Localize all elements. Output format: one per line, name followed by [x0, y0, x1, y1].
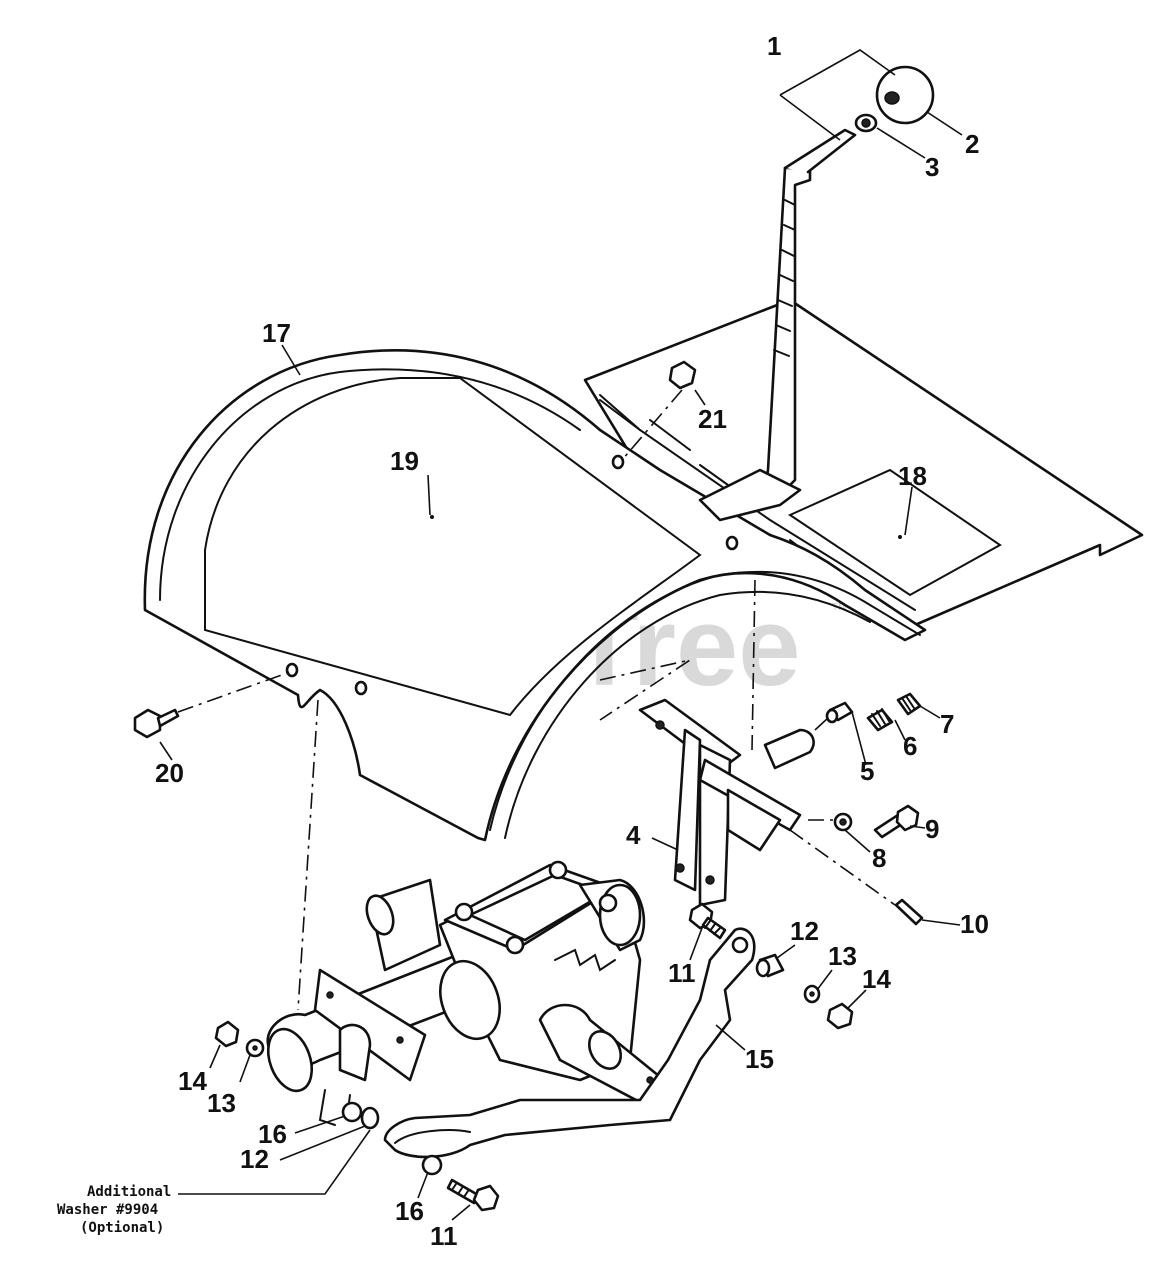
- callout-16-upper: 16: [258, 1119, 287, 1149]
- spacer-12-upper: [755, 953, 785, 978]
- callout-6: 6: [903, 731, 917, 761]
- hitch-bracket: [638, 698, 815, 907]
- callout-12-upper: 12: [790, 916, 819, 946]
- callout-19: 19: [390, 446, 419, 476]
- note-line-1: Additional: [87, 1184, 171, 1200]
- note-line-3: (Optional): [80, 1220, 164, 1236]
- callout-10: 10: [960, 909, 989, 939]
- washer-13-lower: [245, 1038, 265, 1058]
- callout-11-lower: 11: [430, 1221, 458, 1251]
- nut-14-upper: [826, 1002, 854, 1030]
- callout-12-lower: 12: [240, 1144, 269, 1174]
- callout-16-lower: 16: [395, 1196, 424, 1226]
- spacer-12-lower: [360, 1106, 380, 1130]
- washer-8: [833, 812, 853, 832]
- note-line-2: Washer #9904: [57, 1202, 158, 1218]
- callout-15: 15: [745, 1044, 774, 1074]
- callout-14-upper: 14: [862, 964, 891, 994]
- washer-13-upper: [803, 984, 821, 1004]
- bolt-20: [133, 708, 180, 739]
- callout-7: 7: [940, 709, 954, 739]
- callout-13-upper: 13: [828, 941, 857, 971]
- callout-5: 5: [860, 756, 874, 786]
- depth-bar: [698, 128, 857, 522]
- callout-11-upper: 11: [668, 958, 696, 988]
- jam-nut-3: [854, 113, 878, 133]
- callout-9: 9: [925, 814, 939, 844]
- nut-21: [668, 360, 697, 390]
- washer-16-upper: [341, 1101, 363, 1123]
- nut-14-lower: [214, 1020, 240, 1048]
- callout-18: 18: [898, 461, 927, 491]
- spring-6: [866, 708, 894, 732]
- callout-21: 21: [698, 404, 727, 434]
- mounting-plate: [313, 968, 427, 1126]
- callout-17: 17: [262, 318, 291, 348]
- pin-10: [894, 898, 924, 926]
- callout-20: 20: [155, 758, 184, 788]
- callout-14-lower: 14: [178, 1066, 207, 1096]
- callout-2: 2: [965, 129, 979, 159]
- pin-5: [825, 701, 854, 724]
- bolt-11-upper: [688, 902, 727, 940]
- depth-bar-knob: [875, 65, 935, 125]
- knob-7: [896, 692, 922, 716]
- callout-8: 8: [872, 843, 886, 873]
- callout-13-lower: 13: [207, 1088, 236, 1118]
- callout-1: 1: [767, 31, 781, 61]
- callout-3: 3: [925, 152, 939, 182]
- bolt-9: [873, 804, 920, 839]
- bolt-11-lower: [446, 1178, 500, 1212]
- tine-shield: [143, 349, 927, 842]
- washer-16-lower: [421, 1154, 443, 1176]
- callout-4: 4: [626, 820, 641, 850]
